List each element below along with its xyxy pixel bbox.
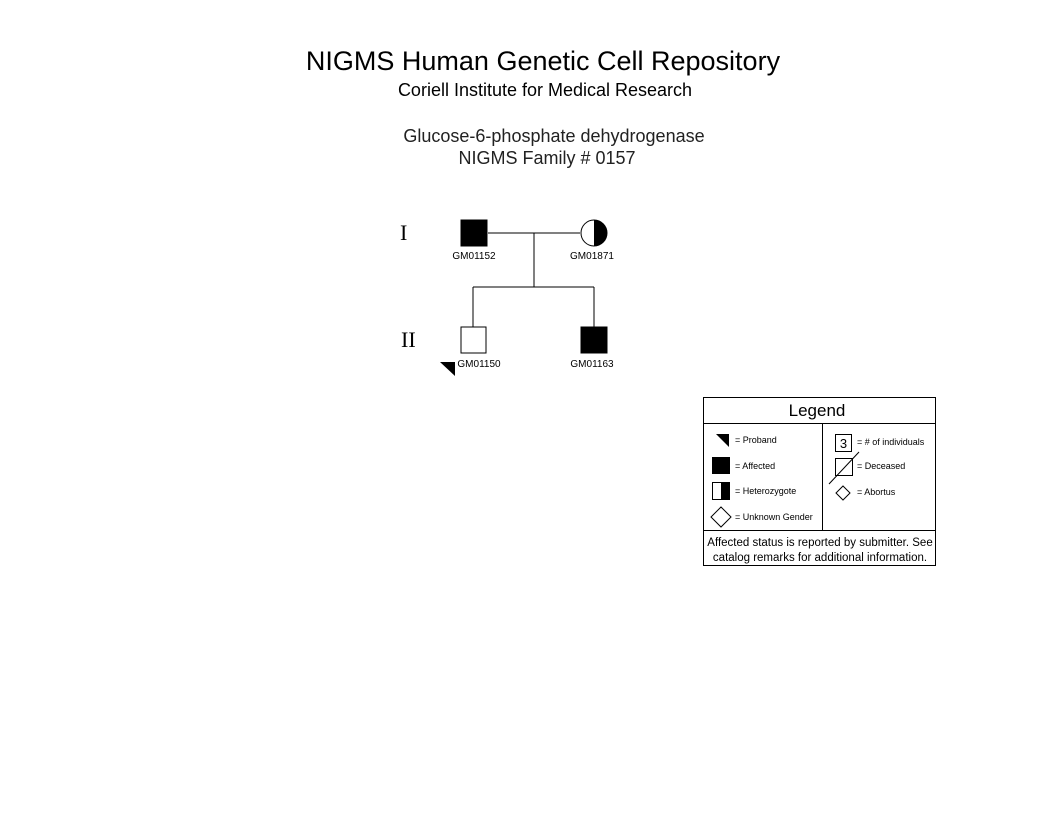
proband-arrow-icon [440,362,455,376]
legend-note-line-2: catalog remarks for additional informati… [713,552,927,564]
disease-name: Glucose-6-phosphate dehydrogenase [403,126,705,146]
page-title: NIGMS Human Genetic Cell Repository [305,46,781,76]
legend-count-number: 3 [840,436,847,451]
page-subtitle: Coriell Institute for Medical Research [397,80,693,100]
legend-abortus-label: = Abortus [857,487,896,497]
individual-gm01150-label: GM01150 [457,359,501,370]
legend-unknown-gender-label: = Unknown Gender [735,512,813,522]
individual-gm01871-label: GM01871 [570,251,614,262]
family-number: NIGMS Family # 0157 [458,148,636,168]
legend-heterozygote-label: = Heterozygote [735,486,796,496]
legend-abortus-icon [835,485,851,501]
legend-title: Legend [789,401,846,420]
individual-gm01163-symbol [580,326,608,354]
legend-count-icon [835,434,852,452]
legend: Legend = Proband = Affected = Heterozygo… [703,397,936,566]
individual-gm01152-label: GM01152 [452,251,496,262]
individual-gm01150-symbol [460,326,487,354]
individual-gm01152-symbol [460,219,488,247]
legend-unknown-gender-icon [710,506,732,528]
legend-proband-icon [716,434,729,447]
generation-label-1: I [400,220,407,245]
legend-affected-icon [712,457,730,474]
legend-count-label: = # of individuals [857,437,925,447]
legend-affected-label: = Affected [735,461,775,471]
heterozygote-half-fill [594,220,607,246]
legend-note-line-1: Affected status is reported by submitter… [707,537,932,549]
legend-proband-label: = Proband [735,435,777,445]
legend-deceased-label: = Deceased [857,461,905,471]
generation-label-2: II [401,327,416,352]
individual-gm01163-label: GM01163 [570,359,614,370]
